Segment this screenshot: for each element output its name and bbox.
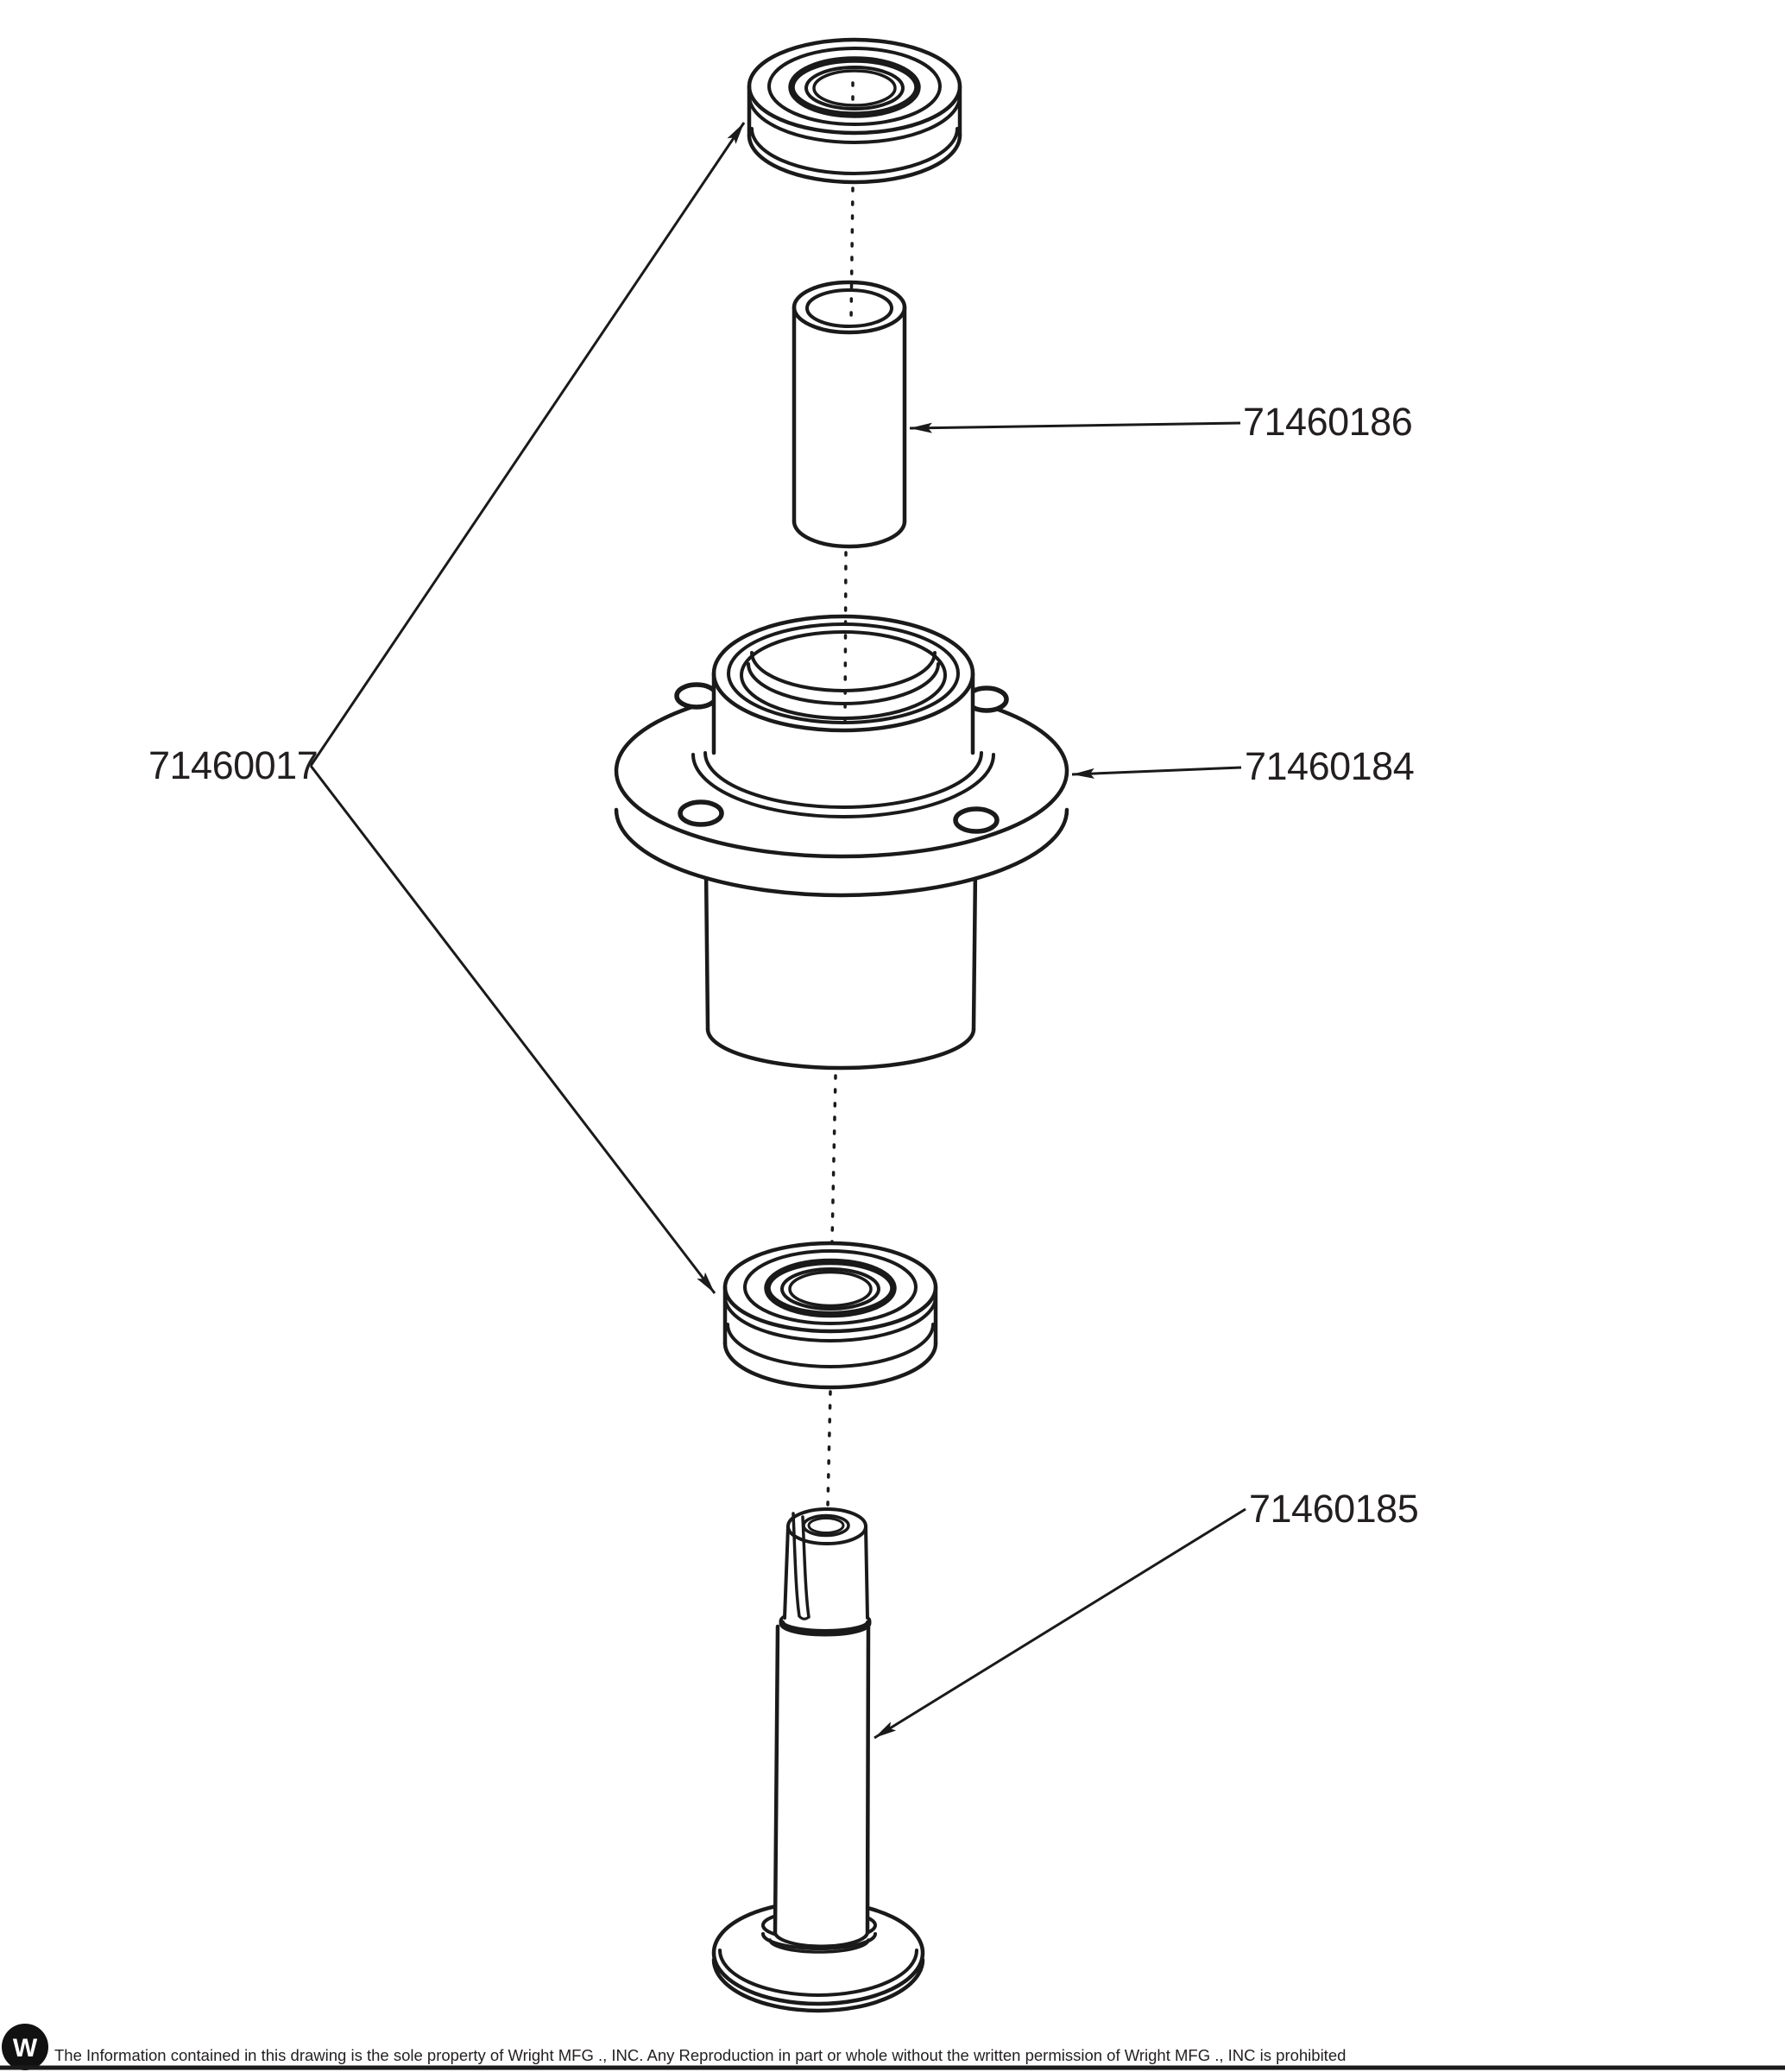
hub-collar-flare-inner — [703, 751, 983, 809]
shaft-bottom-edge — [773, 1930, 869, 1949]
leader-bearings-bottom — [309, 765, 716, 1294]
lower-bearing-inner-ring — [780, 1267, 880, 1311]
lower-bearing-inner-bottom-arc — [726, 1323, 935, 1368]
wright-logo-letter: W — [13, 2034, 38, 2063]
shaft-keyway-left-edge — [792, 1512, 801, 1618]
top-bearing-outer-ring — [747, 37, 962, 136]
shaft-stub-left-wall — [783, 1525, 790, 1620]
shaft-base-disc-bottom-edge — [711, 1957, 925, 2013]
top-bearing-bottom-edge — [747, 133, 962, 185]
hub-bolt-hole-back-left — [674, 682, 719, 710]
lower-bearing-ball-ring — [764, 1258, 897, 1318]
hub-bolt-hole-front-right — [953, 806, 1000, 834]
hub-flange-bottom-edge — [614, 807, 1069, 898]
top-bearing-outer-ring-inner-edge — [767, 47, 942, 126]
label-shaft: 71460185 — [1249, 1487, 1418, 1531]
hub-bore-edge — [740, 630, 947, 720]
shaft-shoulder-band-front — [779, 1620, 872, 1637]
spindle-shaft — [711, 1507, 925, 2013]
wright-logo-icon — [2, 2024, 48, 2070]
top-bearing-inner-ring — [804, 66, 905, 111]
spindle-hub — [614, 614, 1069, 1071]
shaft-keyway-bottom — [798, 1614, 811, 1620]
top-bearing-bore — [812, 69, 897, 107]
hub-barrel-body — [706, 868, 975, 1068]
top-bearing-bevel-arc — [747, 94, 962, 144]
hub-barrel-right-wall — [971, 865, 978, 1032]
label-bearings: 71460017 — [148, 743, 318, 787]
leader-shaft — [874, 1507, 1246, 1740]
lower-bearing-bottom-edge — [722, 1341, 938, 1390]
shaft-boss-lower-ring — [768, 1938, 870, 1954]
hub-collar-flare-outer — [691, 753, 995, 818]
shaft-stub-right-wall — [864, 1525, 869, 1620]
lower-bearing-bevel-arc — [723, 1295, 937, 1342]
lower-bearing-outer-ring — [722, 1241, 938, 1334]
shaft-left-wall — [773, 1624, 780, 1935]
assembly-centerline — [826, 81, 855, 1508]
lower-bearing — [722, 1241, 938, 1390]
spacer-bore — [805, 288, 893, 328]
shaft-right-wall — [865, 1624, 871, 1935]
leader-spacer — [909, 421, 1241, 433]
lower-bearing-bore — [788, 1270, 873, 1308]
hub-barrel-bottom-edge — [705, 1027, 976, 1071]
hub-collar-rim-step — [727, 622, 960, 724]
hub-collar-top-rim — [711, 614, 975, 733]
footer-disclaimer: The Information contained in this drawin… — [54, 2046, 1346, 2064]
hub-bolt-hole-front-left — [678, 799, 724, 827]
spacer-tube — [792, 280, 907, 549]
label-hub: 71460184 — [1245, 744, 1414, 788]
shaft-bore-inner — [807, 1517, 845, 1534]
hub-collar-body — [714, 616, 973, 810]
part-number-labels: 71460017 71460186 71460184 71460185 — [148, 400, 1419, 1531]
hub-bore-seat-arc-1 — [750, 651, 937, 692]
spacer-top-rim — [792, 280, 907, 335]
top-bearing — [747, 37, 962, 185]
hub-barrel-left-wall — [703, 865, 710, 1032]
spacer-bottom-edge — [792, 519, 907, 549]
label-spacer: 71460186 — [1243, 400, 1412, 444]
spacer-body — [794, 282, 905, 546]
centerline-segment-hub-to-bearing — [830, 1074, 837, 1243]
hub-bore-seat-arc-2 — [747, 662, 940, 705]
shaft-stub-top-rim — [786, 1507, 867, 1545]
footer: W The Information contained in this draw… — [0, 2024, 1785, 2070]
top-bearing-inner-bottom-arc — [750, 127, 959, 175]
leader-hub — [1071, 766, 1242, 779]
shaft-base-disc-chamfer — [718, 1949, 918, 1997]
lower-bearing-outer-ring-inner-edge — [743, 1249, 918, 1325]
top-bearing-ball-ring — [788, 56, 921, 118]
callouts — [309, 122, 1246, 1740]
shaft-body — [775, 1627, 868, 1947]
centerline-segment-bearing-to-spacer — [849, 186, 855, 323]
centerline-segment-bearing-to-shaft — [826, 1390, 832, 1508]
centerline-segment-spacer-to-hub — [843, 551, 848, 722]
shaft-bore-outer — [802, 1513, 850, 1538]
leader-bearings-top — [309, 122, 746, 767]
